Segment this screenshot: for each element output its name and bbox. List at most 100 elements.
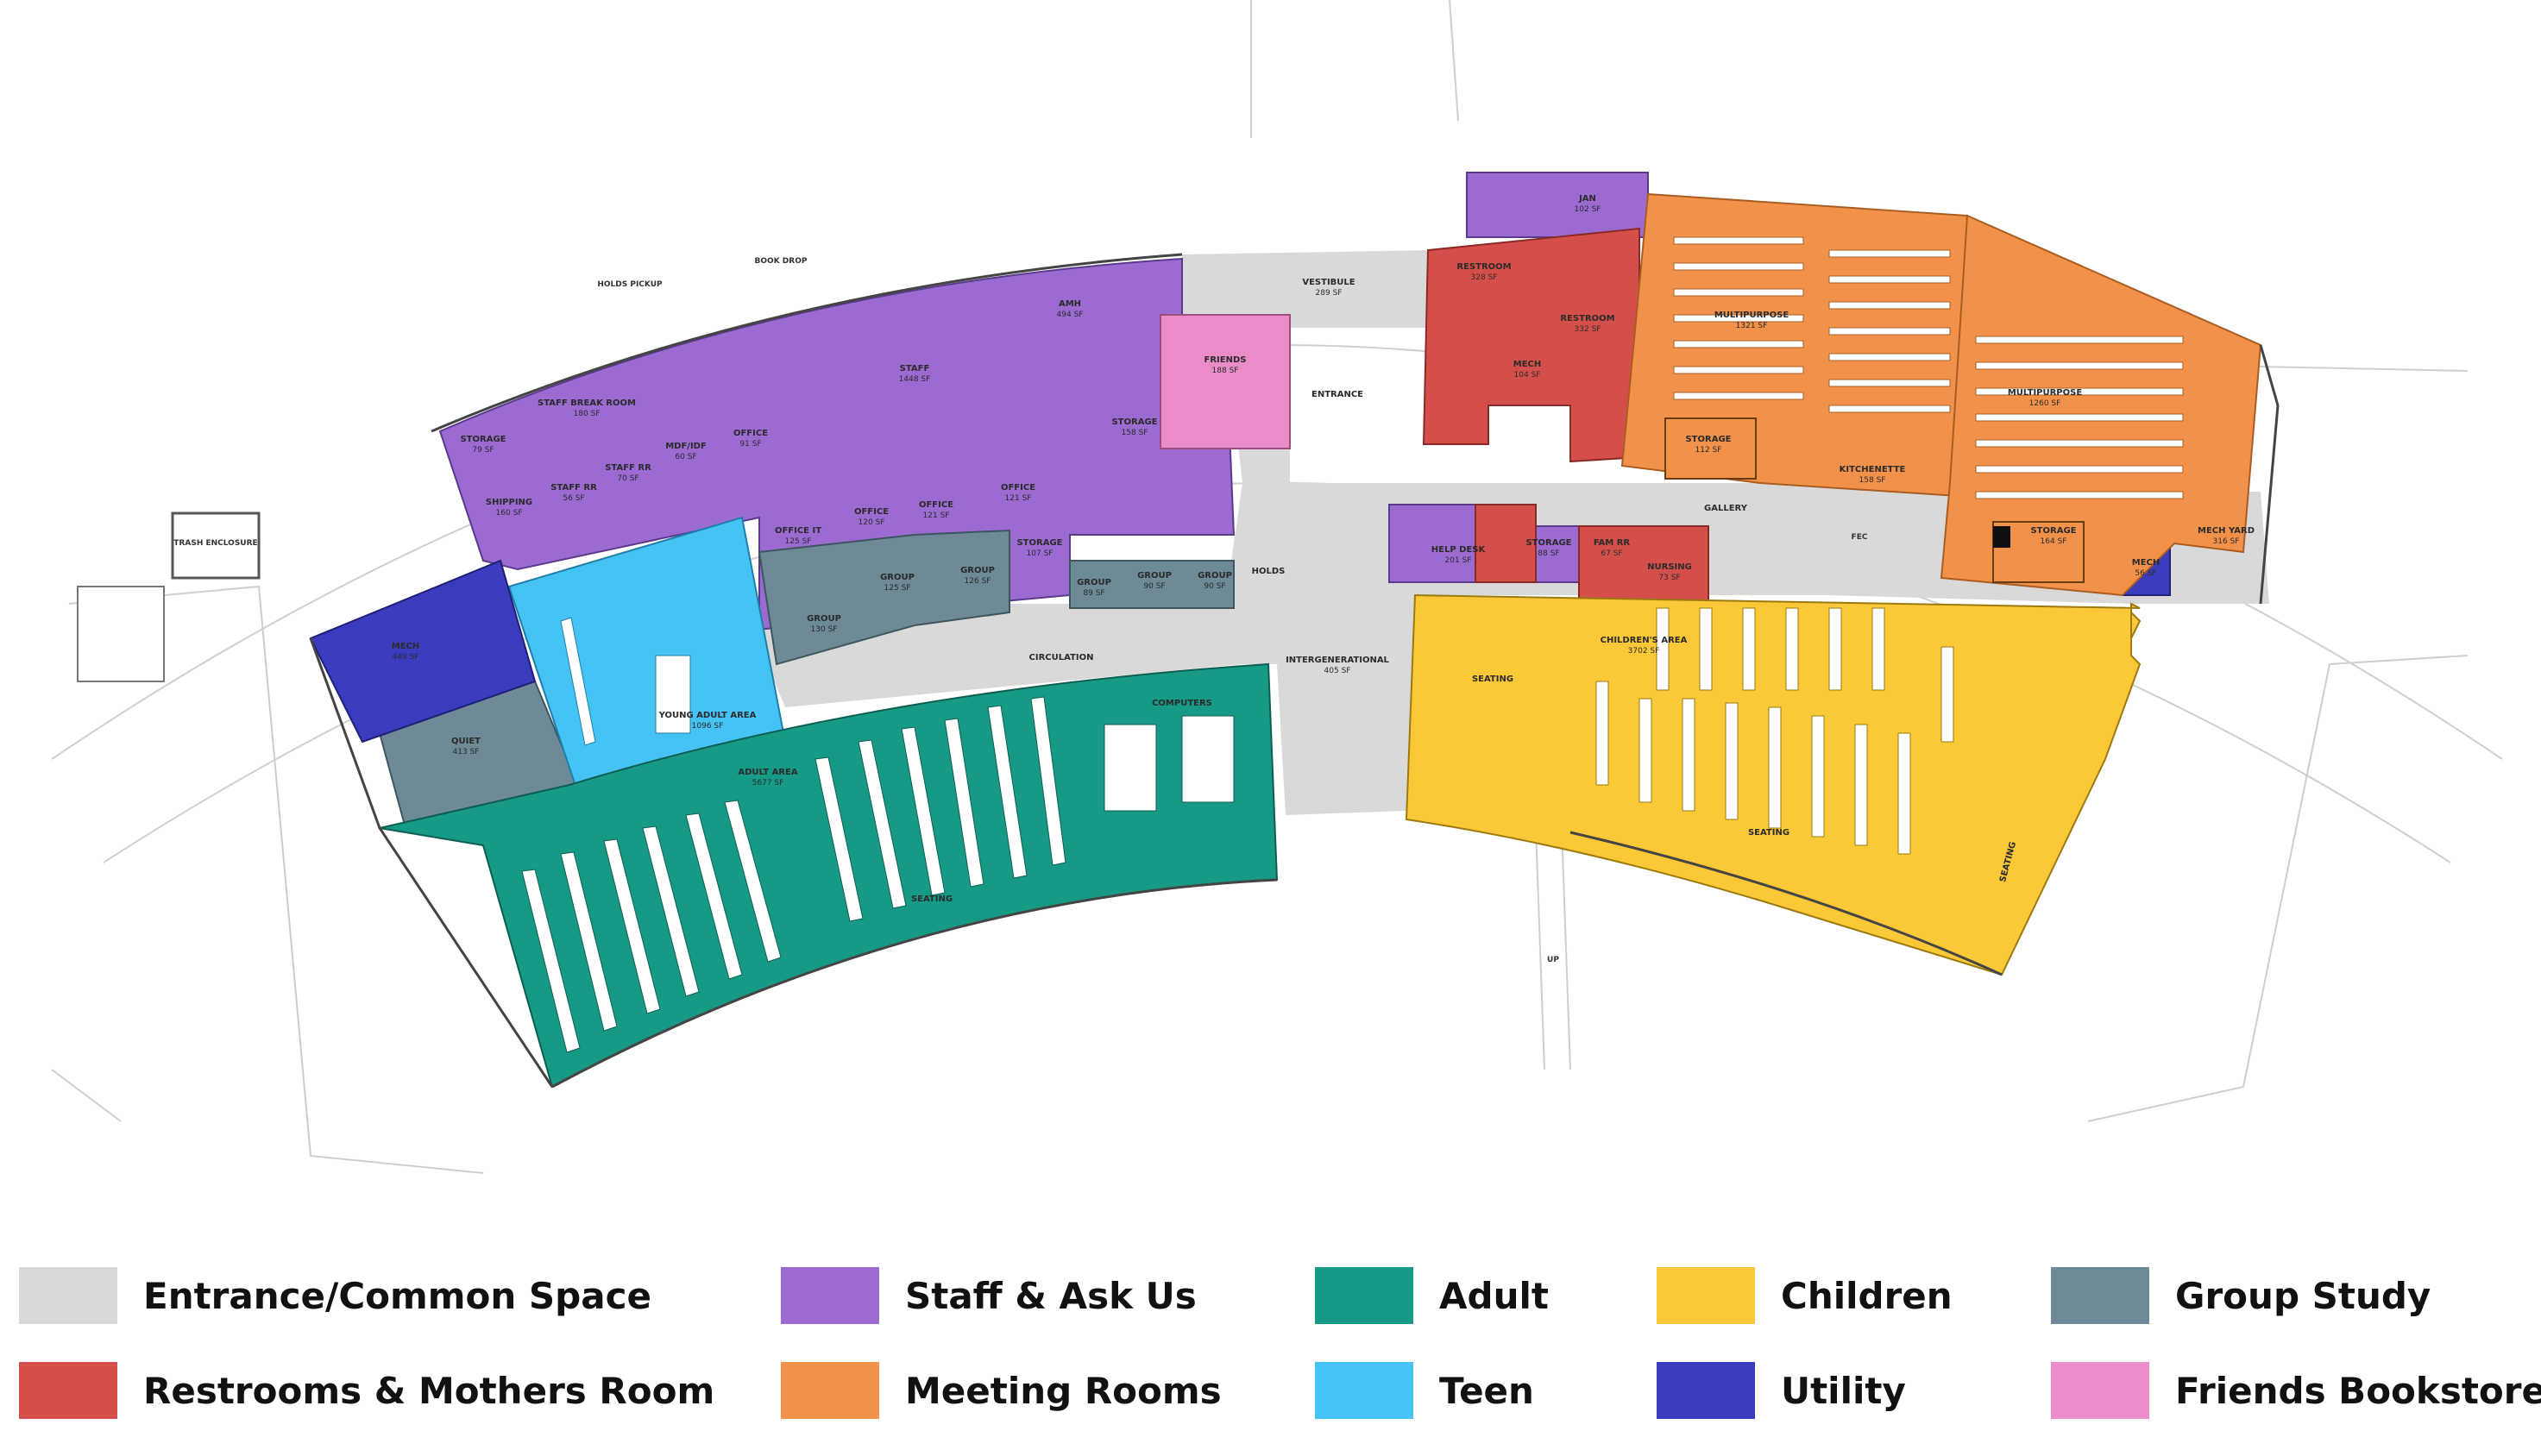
storage-staff-sf: 158 SF bbox=[1122, 429, 1148, 437]
building-walls bbox=[309, 253, 2280, 1089]
young-adult-label: YOUNG ADULT AREA bbox=[658, 711, 757, 720]
legend-label: Adult bbox=[1439, 1274, 1549, 1317]
legend-swatch bbox=[2051, 1267, 2149, 1324]
staff-break-label: STAFF BREAK ROOM bbox=[538, 399, 636, 408]
legend-label: Children bbox=[1781, 1274, 1953, 1317]
nursing-sf: 73 SF bbox=[1658, 574, 1680, 582]
office4-sf: 121 SF bbox=[1005, 494, 1032, 503]
group2-label: GROUP bbox=[880, 573, 915, 582]
mech-yard-label: MECH YARD bbox=[2198, 526, 2255, 536]
restroom-zone bbox=[1422, 227, 1709, 605]
group3-label: GROUP bbox=[960, 566, 995, 575]
staff-rr1-label: STAFF RR bbox=[550, 483, 597, 493]
group1-label: GROUP bbox=[807, 614, 841, 624]
vestibule-sf: 289 SF bbox=[1316, 289, 1343, 298]
legend-item-meeting: Meeting Rooms bbox=[781, 1360, 1222, 1421]
legend-label: Staff & Ask Us bbox=[905, 1274, 1197, 1317]
friends-bookstore-zone bbox=[1160, 314, 1291, 449]
shipping-label: SHIPPING bbox=[486, 498, 532, 507]
group5-label: GROUP bbox=[1137, 571, 1172, 581]
amh-sf: 494 SF bbox=[1057, 311, 1084, 319]
help-desk-label: HELP DESK bbox=[1431, 545, 1487, 555]
holds-pickup-label: HOLDS PICKUP bbox=[597, 280, 663, 289]
seating-c2-label: SEATING bbox=[1748, 828, 1789, 838]
mech-yard-sf: 316 SF bbox=[2213, 537, 2240, 546]
storage-left-sf: 79 SF bbox=[472, 446, 494, 455]
legend-swatch bbox=[1657, 1267, 1755, 1324]
multipurpose1-label: MULTIPURPOSE bbox=[1714, 311, 1789, 320]
mech-left-label: MECH bbox=[392, 642, 420, 651]
restroom2-label: RESTROOM bbox=[1560, 314, 1614, 323]
floor-plan: TRASH ENCLOSURE bbox=[51, 0, 2503, 1174]
storage-staff-label: STORAGE bbox=[1111, 417, 1157, 427]
nursing-label: NURSING bbox=[1647, 562, 1692, 572]
mech-center-label: MECH bbox=[1513, 360, 1542, 369]
kitchenette-label: KITCHENETTE bbox=[1840, 465, 1906, 474]
restroom1-sf: 328 SF bbox=[1471, 273, 1498, 282]
restroom1-label: RESTROOM bbox=[1456, 262, 1511, 272]
legend-item-entrance: Entrance/Common Space bbox=[19, 1265, 651, 1326]
computers-label: COMPUTERS bbox=[1152, 699, 1212, 708]
fec-label: FEC bbox=[1852, 533, 1868, 542]
storage-mid-sf: 107 SF bbox=[1027, 549, 1054, 558]
legend-label: Group Study bbox=[2175, 1274, 2431, 1317]
jan-sf: 102 SF bbox=[1575, 205, 1601, 214]
trash-label: TRASH ENCLOSURE bbox=[173, 539, 257, 548]
legend-item-teen: Teen bbox=[1315, 1360, 1534, 1421]
legend-swatch bbox=[19, 1362, 117, 1419]
office-it-sf: 125 SF bbox=[785, 537, 812, 546]
friends-sf: 188 SF bbox=[1212, 367, 1239, 375]
staff-rr1-sf: 56 SF bbox=[563, 494, 584, 503]
holds-label: HOLDS bbox=[1252, 567, 1286, 576]
office1-sf: 91 SF bbox=[739, 440, 761, 449]
adult-shelving bbox=[521, 696, 1235, 1053]
mech-small-label: MECH bbox=[2132, 558, 2160, 568]
office3-sf: 121 SF bbox=[923, 511, 950, 520]
childrens-label: CHILDREN'S AREA bbox=[1601, 636, 1688, 645]
group6-label: GROUP bbox=[1198, 571, 1232, 581]
legend-item-utility: Utility bbox=[1657, 1360, 1906, 1421]
legend-swatch bbox=[1315, 1362, 1413, 1419]
quiet-label: QUIET bbox=[451, 737, 481, 746]
legend-swatch bbox=[1315, 1267, 1413, 1324]
mech-small-sf: 56 SF bbox=[2135, 569, 2156, 578]
multipurpose2-sf: 1260 SF bbox=[2029, 399, 2061, 408]
staff-break-sf: 180 SF bbox=[574, 410, 601, 418]
friends-label: FRIENDS bbox=[1204, 355, 1247, 365]
seating-adult-label: SEATING bbox=[911, 894, 953, 904]
legend-item-group-study: Group Study bbox=[2051, 1265, 2431, 1326]
legend-item-restrooms: Restrooms & Mothers Room bbox=[19, 1360, 714, 1421]
legend-label: Friends Bookstore bbox=[2175, 1369, 2541, 1412]
meeting-seating bbox=[1673, 236, 2184, 499]
legend-label: Entrance/Common Space bbox=[143, 1274, 651, 1317]
intergenerational-label: INTERGENERATIONAL bbox=[1286, 656, 1389, 665]
staff-sf: 1448 SF bbox=[899, 375, 931, 384]
legend-item-children: Children bbox=[1657, 1265, 1953, 1326]
adult-area-sf: 5677 SF bbox=[752, 779, 784, 788]
group2-sf: 125 SF bbox=[884, 584, 911, 593]
legend-label: Restrooms & Mothers Room bbox=[143, 1369, 715, 1412]
storage-meet2-label: STORAGE bbox=[2030, 526, 2076, 536]
group6-sf: 90 SF bbox=[1204, 582, 1225, 591]
legend-swatch bbox=[19, 1267, 117, 1324]
office2-sf: 120 SF bbox=[859, 518, 885, 527]
office2-label: OFFICE bbox=[854, 507, 889, 517]
entrance-label: ENTRANCE bbox=[1311, 390, 1363, 399]
office4-label: OFFICE bbox=[1001, 483, 1035, 493]
shipping-sf: 160 SF bbox=[496, 509, 523, 518]
childrens-sf: 3702 SF bbox=[1628, 647, 1660, 656]
legend-swatch bbox=[2051, 1362, 2149, 1419]
multipurpose1-sf: 1321 SF bbox=[1736, 322, 1768, 330]
restroom2-sf: 332 SF bbox=[1575, 325, 1601, 334]
multipurpose2-label: MULTIPURPOSE bbox=[2008, 388, 2083, 398]
mdf-sf: 60 SF bbox=[675, 453, 696, 461]
group4-sf: 89 SF bbox=[1083, 589, 1104, 598]
amh-label: AMH bbox=[1059, 299, 1081, 309]
legend-label: Utility bbox=[1781, 1369, 1906, 1412]
book-drop-label: BOOK DROP bbox=[755, 257, 808, 266]
teen-shelving bbox=[560, 617, 691, 746]
kitchenette-sf: 158 SF bbox=[1859, 476, 1886, 485]
legend-item-staff: Staff & Ask Us bbox=[781, 1265, 1197, 1326]
help-desk-sf: 201 SF bbox=[1445, 556, 1472, 565]
staff-rr2-sf: 70 SF bbox=[617, 474, 638, 483]
